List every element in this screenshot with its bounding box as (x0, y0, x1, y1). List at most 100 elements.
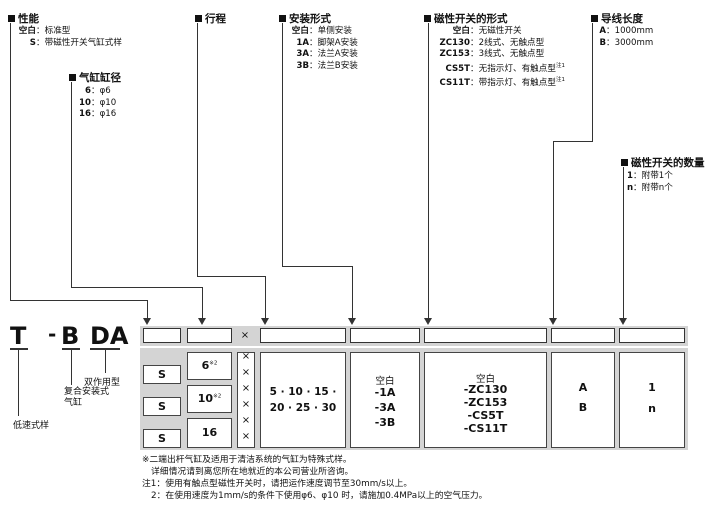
square-bullet-icon (621, 159, 628, 166)
stroke-values-line1: 5 · 10 · 15 · (269, 386, 337, 398)
square-bullet-icon (424, 15, 431, 22)
leader-line (592, 23, 593, 141)
label-double-acting: 双作用型 (84, 378, 121, 388)
cell-text: -3A (374, 401, 396, 414)
cell-text: B (578, 401, 588, 414)
lead-title: 导线长度 (591, 11, 643, 26)
leader-line (197, 23, 198, 276)
stroke-values-line2: 20 · 25 · 30 (269, 402, 337, 414)
leader-line (18, 350, 19, 416)
table-cell-switch (424, 352, 547, 448)
leader-line (10, 23, 11, 300)
code-box-performance (143, 328, 181, 343)
table-cell-s (143, 365, 181, 384)
cell-text: 6※2 (201, 359, 218, 372)
leader-line (71, 82, 72, 287)
leader-line (282, 266, 353, 267)
cell-text: -CS11T (463, 422, 508, 435)
cell-text: A (578, 381, 588, 394)
table-cell-mounting (350, 352, 420, 448)
option-row: n：附带n个 (627, 182, 673, 193)
leader-line (202, 287, 203, 320)
table-cell-bore (187, 352, 232, 380)
option-row: CS11T：带指示灯、有触点型注1 (439, 77, 565, 88)
cell-text: n (648, 402, 656, 415)
cell-text: -CS5T (467, 409, 504, 422)
arrow-down-icon (261, 318, 269, 325)
leader-line (10, 300, 148, 301)
option-row: 10：φ10 (79, 97, 117, 108)
option-row: 1：附带1个 (627, 171, 673, 181)
leader-line (71, 287, 203, 288)
x-mark: × (241, 351, 251, 362)
qty-options: 1：附带1个 n：附带n个 (627, 171, 673, 194)
note-1: 注1：使用有触点型磁性开关时，请把运作速度调节至30mm/s以上。 (142, 479, 413, 489)
square-bullet-icon (591, 15, 598, 22)
option-row: 空白：无磁性开关 (452, 26, 522, 36)
note-ref: 注1 (555, 62, 565, 69)
code-box-qty (619, 328, 685, 343)
bore-options: 6：φ6 10：φ10 16：φ16 (67, 86, 116, 121)
option-row: A：1000mm (599, 26, 654, 36)
option-row: CS5T：无指示灯、有触点型注1 (445, 62, 565, 74)
note-special-spec: ※二端出杆气缸及适用于清洁系统的气缸为特殊式样。 (142, 455, 352, 465)
cell-text: -3B (374, 416, 396, 429)
option-row: B：3000mm (599, 37, 654, 48)
leader-line (71, 350, 72, 385)
qty-title: 磁性开关的数量 (621, 155, 705, 170)
code-box-switch (424, 328, 547, 343)
leader-line (553, 141, 554, 320)
table-cell-stroke (260, 352, 346, 448)
option-row: S：带磁性开关气缸式样 (29, 37, 122, 48)
mounting-options: 空白：单侧安装 1A：脚架A安装 3A：法兰A安装 3B：法兰B安装 (281, 26, 358, 72)
label-low-speed: 低速式样 (13, 421, 50, 431)
performance-title: 性能 (8, 11, 39, 26)
table-cell-lead (551, 352, 615, 448)
square-bullet-icon (279, 15, 286, 22)
leader-line (147, 300, 148, 320)
cell-text: S (158, 432, 166, 445)
arrow-down-icon (424, 318, 432, 325)
option-row: 空白：标准型 (18, 26, 71, 36)
option-row: 3B：法兰B安装 (296, 60, 358, 71)
cell-text: 1 (648, 381, 656, 394)
leader-line (282, 23, 283, 266)
switch-title: 磁性开关的形式 (424, 11, 508, 26)
stroke-title: 行程 (195, 11, 226, 26)
square-bullet-icon (195, 15, 202, 22)
option-row: 空白：单侧安装 (291, 26, 352, 36)
cell-text: 10※2 (197, 392, 222, 405)
x-mark: × (241, 399, 251, 410)
note-2: 2：在使用速度为1mm/s的条件下使用φ6、φ10 时，请施加0.4MPa以上的… (151, 491, 488, 501)
leader-line (553, 141, 593, 142)
square-bullet-icon (69, 74, 76, 81)
switch-options: 空白：无磁性开关 ZC130：2线式、无触点型 ZC153：3线式、无触点型 C… (434, 26, 565, 90)
bore-title: 气缸缸径 (69, 70, 121, 85)
cell-text: S (158, 400, 166, 413)
option-row: 1A：脚架A安装 (296, 37, 358, 48)
square-bullet-icon (8, 15, 15, 22)
underline (62, 348, 80, 350)
performance-options: 空白：标准型 S：带磁性开关气缸式样 (8, 26, 122, 49)
underline (90, 348, 120, 350)
cell-text: 16 (201, 426, 218, 439)
arrow-down-icon (619, 318, 627, 325)
table-cell-bore (187, 418, 232, 448)
cell-text: -1A (374, 386, 396, 399)
model-code-b: B (61, 322, 80, 350)
table-cell-x (237, 352, 255, 448)
cell-text: -ZC130 (463, 383, 508, 396)
table-cell-s (143, 429, 181, 448)
option-row: 16：φ16 (79, 109, 117, 119)
leader-line (623, 167, 624, 320)
arrow-down-icon (143, 318, 151, 325)
arrow-down-icon (549, 318, 557, 325)
leader-line (428, 23, 429, 320)
x-mark: × (241, 383, 251, 394)
leader-line (197, 276, 266, 277)
code-box-stroke (260, 328, 346, 343)
code-box-mounting (350, 328, 420, 343)
leader-line (352, 266, 353, 320)
underline (10, 348, 28, 350)
arrow-down-icon (348, 318, 356, 325)
